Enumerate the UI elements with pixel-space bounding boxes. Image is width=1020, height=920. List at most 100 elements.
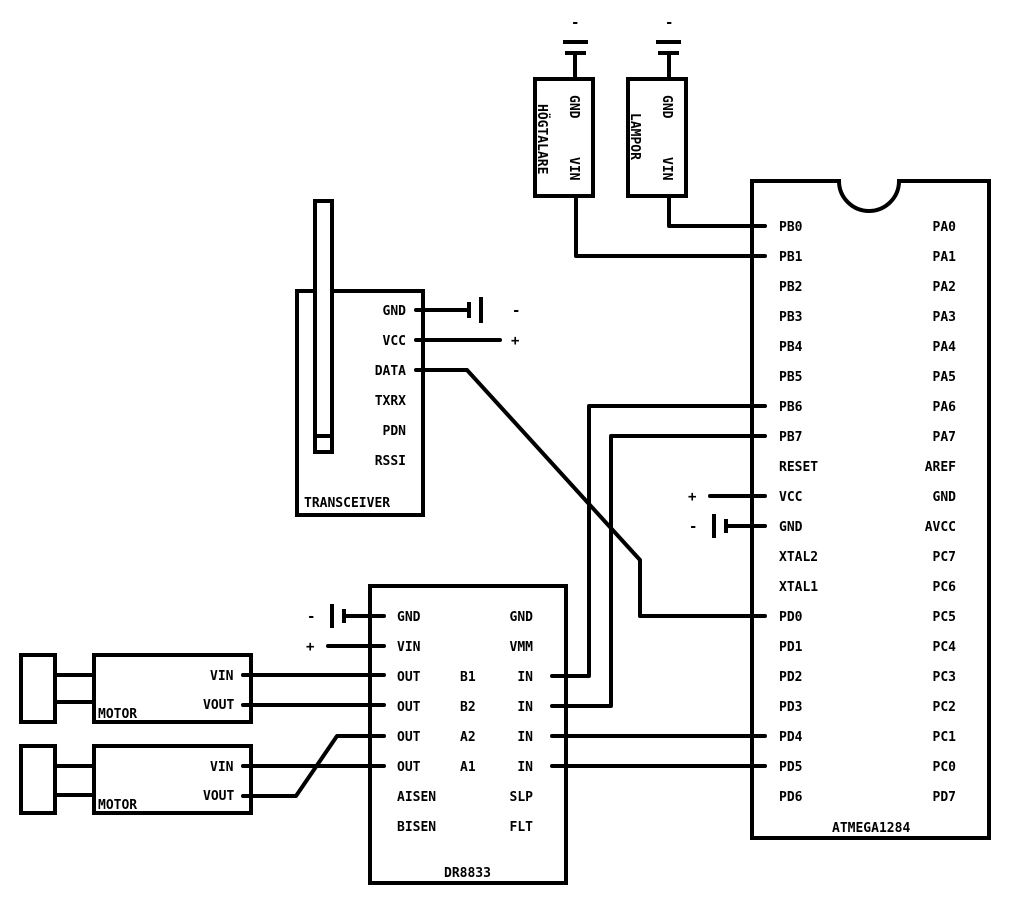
speaker-title: HÖGTALARE — [534, 104, 550, 174]
driver-right-pin-3: IN — [517, 700, 533, 715]
driver-left-pin-6: AISEN — [397, 790, 436, 805]
atmega-left-pin-3: PB3 — [779, 310, 802, 325]
driver-bridge-label-1: B2 — [460, 700, 476, 715]
lamps-module: LAMPOR GND VIN — [626, 77, 688, 198]
driver-bridge-label-0: B1 — [460, 670, 476, 685]
atmega-left-pin-15: PD2 — [779, 670, 802, 685]
atmega-left-pin-13: PD0 — [779, 610, 803, 625]
atmega-left-pin-18: PD5 — [779, 760, 802, 775]
atmega-right-pin-19: PD7 — [933, 790, 956, 805]
transceiver-vcc-sign: + — [511, 333, 519, 349]
driver-left-pin-5: OUT — [397, 760, 421, 775]
driver-ground-sign: - — [307, 609, 315, 625]
speaker-ground-sign: - — [571, 15, 579, 31]
atmega-right-pin-16: PC2 — [933, 700, 956, 715]
atmega-vcc-symbol: + — [688, 489, 767, 505]
driver-left-pin-1: VIN — [397, 640, 421, 655]
lamps-pin-vin: VIN — [659, 157, 674, 181]
atmega-left-pin-8: RESET — [779, 460, 818, 475]
atmega-left-pin-4: PB4 — [779, 340, 803, 355]
atmega-left-pin-14: PD1 — [779, 640, 803, 655]
driver-right-pin-0: GND — [510, 610, 534, 625]
motor-2-pin-vin: VIN — [210, 760, 234, 775]
atmega-right-pin-10: AVCC — [925, 520, 956, 535]
driver-right-pin-5: IN — [517, 760, 533, 775]
driver-right-pin-6: SLP — [510, 790, 534, 805]
atmega-left-pin-17: PD4 — [779, 730, 803, 745]
atmega-left-pin-10: GND — [779, 520, 803, 535]
speaker-body — [533, 77, 595, 198]
driver-left-pin-0: GND — [397, 610, 421, 625]
wire-speaker-vin-to-pb1 — [574, 194, 767, 258]
transceiver-ground-sign: - — [512, 303, 520, 319]
atmega-chip: ATMEGA1284 PB0PB1PB2PB3PB4PB5PB6PB7RESET… — [750, 179, 991, 840]
driver-bridge-label-2: A2 — [460, 730, 476, 745]
wire-lamps-vin-to-pb0 — [667, 194, 767, 228]
atmega-right-pin-0: PA0 — [933, 220, 957, 235]
atmega-title: ATMEGA1284 — [832, 821, 910, 836]
wire-transceiver-data-to-pd0 — [414, 368, 767, 618]
atmega-left-pin-11: XTAL2 — [779, 550, 818, 565]
lamps-pin-gnd: GND — [659, 95, 674, 119]
speaker-pin-gnd: GND — [566, 95, 581, 119]
atmega-left-pin-7: PB7 — [779, 430, 802, 445]
atmega-left-pin-9: VCC — [779, 490, 802, 505]
wire-motor-2-vout-to-out-a2 — [241, 734, 386, 798]
driver-left-pin-4: OUT — [397, 730, 421, 745]
atmega-left-pin-0: PB0 — [779, 220, 803, 235]
motor-2-pin-vout: VOUT — [203, 789, 234, 804]
atmega-left-pin-12: XTAL1 — [779, 580, 818, 595]
atmega-left-pins: PB0PB1PB2PB3PB4PB5PB6PB7RESETVCCGNDXTAL2… — [779, 220, 818, 805]
motor-1-body — [92, 653, 253, 724]
atmega-right-pin-7: PA7 — [933, 430, 956, 445]
atmega-right-pin-6: PA6 — [933, 400, 957, 415]
motor-1-pin-vin: VIN — [210, 669, 234, 684]
motor-2: MOTOR VIN VOUT — [19, 744, 253, 815]
motor-2-title: MOTOR — [98, 798, 137, 813]
driver-bridge-label-3: A1 — [460, 760, 476, 775]
transceiver-pin-1: VCC — [383, 334, 406, 349]
atmega-left-pin-16: PD3 — [779, 700, 802, 715]
driver-vin-symbol: + — [306, 639, 386, 655]
atmega-right-pin-8: AREF — [925, 460, 956, 475]
driver-left-pin-7: BISEN — [397, 820, 436, 835]
lamps-ground-symbol: - — [656, 15, 681, 81]
driver-right-pin-4: IN — [517, 730, 533, 745]
speaker-module: HÖGTALARE GND VIN — [533, 77, 595, 198]
atmega-right-pin-2: PA2 — [933, 280, 956, 295]
transceiver-pin-0: GND — [383, 304, 407, 319]
transceiver-pin-2: DATA — [375, 364, 406, 379]
atmega-body — [750, 179, 991, 840]
lamps-body — [626, 77, 688, 198]
motor-2-body — [92, 744, 253, 815]
motor-1-shaft-block — [19, 653, 57, 724]
atmega-right-pins: PA0PA1PA2PA3PA4PA5PA6PA7AREFGNDAVCCPC7PC… — [925, 220, 956, 805]
atmega-right-pin-14: PC4 — [933, 640, 957, 655]
antenna — [313, 199, 334, 454]
atmega-ground-sign: - — [689, 519, 697, 535]
driver-title: DR8833 — [444, 866, 491, 881]
speaker-pin-vin: VIN — [566, 157, 581, 181]
atmega-right-pin-17: PC1 — [933, 730, 957, 745]
driver-right-pin-1: VMM — [510, 640, 534, 655]
atmega-right-pin-15: PC3 — [933, 670, 956, 685]
driver-right-pin-7: FLT — [510, 820, 534, 835]
atmega-right-pin-1: PA1 — [933, 250, 957, 265]
atmega-right-pin-18: PC0 — [933, 760, 957, 775]
transceiver-body — [295, 289, 425, 517]
transceiver-pin-3: TXRX — [375, 394, 406, 409]
atmega-right-pin-3: PA3 — [933, 310, 956, 325]
motor-1-title: MOTOR — [98, 707, 137, 722]
atmega-right-pin-4: PA4 — [933, 340, 957, 355]
motor-1-pin-vout: VOUT — [203, 698, 234, 713]
atmega-vcc-sign: + — [688, 489, 696, 505]
atmega-left-pin-6: PB6 — [779, 400, 803, 415]
driver-ground-symbol: - — [307, 604, 386, 628]
transceiver-vcc-symbol: + — [414, 333, 519, 349]
wire-pb7-to-driver-in-b2 — [550, 434, 767, 708]
